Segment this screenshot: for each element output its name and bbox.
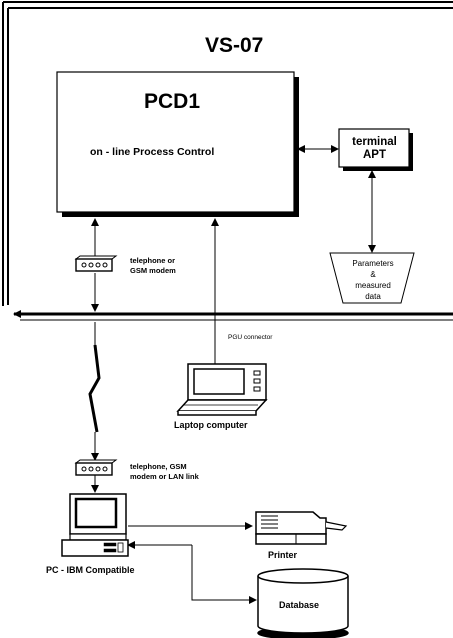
pc-label: PC - IBM Compatible: [46, 565, 135, 575]
wireless-link: [88, 344, 101, 433]
printer-label: Printer: [268, 550, 298, 560]
laptop-icon: [176, 363, 268, 416]
vs07-title: VS-07: [205, 34, 264, 57]
parameters-line1: Parameters: [352, 259, 394, 268]
pc-icon: [61, 493, 129, 557]
database-label: Database: [278, 600, 320, 610]
terminal-label: terminal APT: [341, 136, 408, 162]
modem-bottom-line1: telephone, GSM: [130, 462, 187, 471]
pcd1-box: [56, 71, 299, 217]
pcd1-title: PCD1: [144, 90, 201, 113]
modem-bottom-label: telephone, GSM modem or LAN link: [130, 462, 199, 482]
laptop-label: Laptop computer: [174, 420, 248, 430]
modem-bottom-icon: [74, 459, 118, 476]
parameters-line2: &: [370, 270, 376, 279]
terminal-box: [338, 128, 413, 171]
modem-top-icon: [74, 255, 118, 272]
pgu-connector-label: PGU connector: [228, 334, 273, 341]
terminal-line1: terminal: [352, 136, 397, 148]
database-icon: [257, 568, 349, 638]
parameters-label: Parameters & measured data: [330, 258, 416, 302]
modem-top-label: telephone or GSM modem: [130, 256, 176, 276]
connectors: [91, 145, 376, 604]
modem-top-line1: telephone or: [130, 256, 176, 265]
terminal-line2: APT: [363, 149, 386, 161]
parameters-line4: data: [365, 292, 381, 301]
pcd1-subtitle: on - line Process Control: [90, 146, 215, 158]
printer-icon: [255, 511, 348, 545]
modem-top-line2: GSM modem: [130, 266, 176, 275]
vs07-enclosure: [2, 1, 453, 321]
parameters-trapezoid: [329, 252, 415, 304]
parameters-line3: measured: [355, 281, 391, 290]
modem-bottom-line2: modem or LAN link: [130, 472, 199, 481]
